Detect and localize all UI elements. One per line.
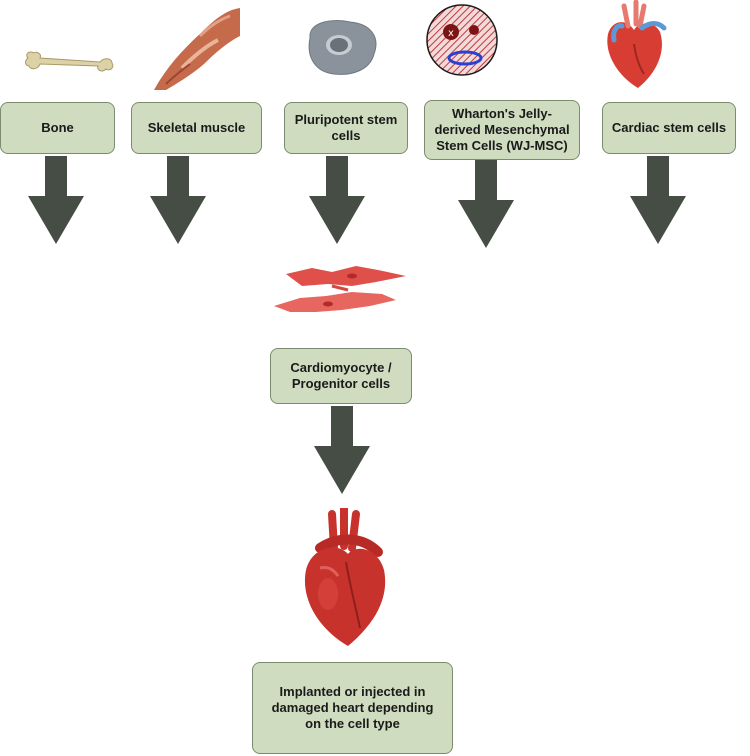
source-label-wj-msc: Wharton's Jelly-derived Mesenchymal Stem… — [434, 106, 570, 153]
arrow-wj-msc — [458, 160, 514, 248]
outcome-box: Implanted or injected in damaged heart d… — [252, 662, 453, 754]
wj-msc-cell-image: x — [424, 2, 500, 78]
bone-image — [22, 48, 117, 78]
arrow-bone — [28, 156, 84, 244]
source-box-cardiac: Cardiac stem cells — [602, 102, 736, 154]
intermediate-box: Cardiomyocyte / Progenitor cells — [270, 348, 412, 404]
source-box-pluripotent: Pluripotent stem cells — [284, 102, 408, 154]
source-box-bone: Bone — [0, 102, 115, 154]
heart-image — [298, 508, 392, 648]
source-box-skeletal-muscle: Skeletal muscle — [131, 102, 262, 154]
svg-text:x: x — [448, 28, 454, 39]
outcome-label: Implanted or injected in damaged heart d… — [271, 684, 434, 731]
pluripotent-cell-image — [302, 16, 382, 82]
muscle-arm-image — [152, 6, 242, 92]
arrow-to-heart — [314, 406, 370, 494]
cardiomyocyte-image — [272, 262, 412, 320]
source-label-skeletal-muscle: Skeletal muscle — [147, 120, 246, 135]
arrow-skeletal-muscle — [150, 156, 206, 244]
arrow-pluripotent — [309, 156, 365, 244]
arrow-cardiac — [630, 156, 686, 244]
source-box-wj-msc: Wharton's Jelly-derived Mesenchymal Stem… — [424, 100, 580, 160]
source-label-cardiac: Cardiac stem cells — [611, 120, 727, 135]
intermediate-label: Cardiomyocyte / Progenitor cells — [290, 360, 392, 391]
source-label-pluripotent: Pluripotent stem cells — [294, 112, 398, 143]
cardiac-heart-image — [598, 0, 668, 90]
source-label-bone: Bone — [41, 120, 74, 135]
